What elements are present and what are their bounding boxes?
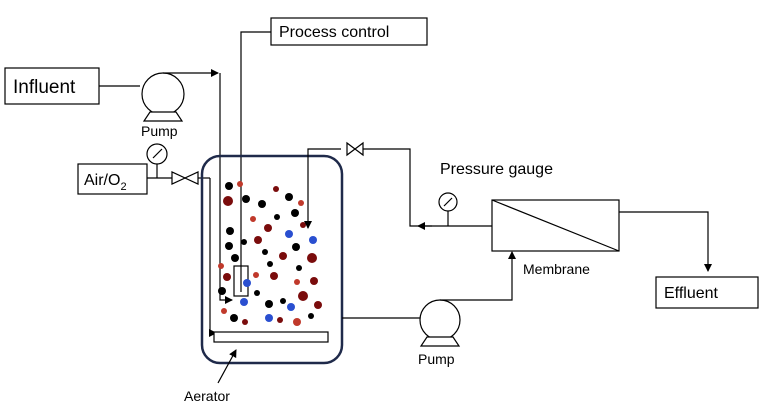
sludge-particle <box>274 214 280 220</box>
sludge-particle <box>285 193 293 201</box>
sludge-particle <box>240 298 248 306</box>
pump-bottom-label: Pump <box>418 351 455 367</box>
process-control-line <box>240 31 271 292</box>
sludge-particle <box>307 253 317 263</box>
sludge-particle <box>294 279 300 285</box>
effluent-box: Effluent <box>655 276 759 309</box>
sludge-particle <box>243 279 251 287</box>
aerator-label: Aerator <box>184 388 230 404</box>
sludge-particle <box>291 209 299 217</box>
effluent-label: Effluent <box>664 285 719 302</box>
reactor-tank <box>200 154 344 365</box>
sludge-particle <box>225 182 233 190</box>
influent-label: Influent <box>13 77 76 98</box>
sludge-particle <box>270 272 278 280</box>
sludge-particle <box>250 216 256 222</box>
process-control-label: Process control <box>279 24 389 41</box>
influent-box: Influent <box>4 67 100 105</box>
sludge-particle <box>258 200 266 208</box>
sludge-particle <box>242 319 248 325</box>
valve-icon <box>346 141 364 157</box>
permeate-line <box>619 211 712 272</box>
sludge-particle <box>242 195 250 203</box>
sludge-particle <box>231 254 239 262</box>
sludge-particle <box>225 242 233 250</box>
sludge-particle <box>280 298 286 304</box>
sludge-particle <box>296 265 302 271</box>
sludge-particle <box>279 252 287 260</box>
sludge-particle <box>264 224 272 232</box>
sludge-particle <box>230 314 238 322</box>
sludge-particle <box>254 236 262 244</box>
sludge-particle <box>253 272 259 278</box>
pump-icon <box>419 299 461 347</box>
membrane-feed-line <box>461 251 516 301</box>
sludge-particle <box>300 222 306 228</box>
process-control-box: Process control <box>270 17 428 46</box>
sludge-particle <box>226 227 234 235</box>
pressure-gauge-label: Pressure gauge <box>440 161 553 178</box>
membrane-module-icon <box>491 199 620 252</box>
sludge-particle <box>237 181 243 187</box>
sludge-particle <box>265 300 273 308</box>
pump-icon <box>141 72 185 122</box>
pressure-gauge-icon <box>146 143 168 178</box>
sludge-particle <box>223 196 233 206</box>
pump-top-label: Pump <box>141 123 178 139</box>
sludge-particle <box>314 301 322 309</box>
air-o2-box: Air/O2 <box>77 163 148 195</box>
recycle-line <box>304 148 341 229</box>
sludge-particle <box>218 263 224 269</box>
aerator-bar <box>213 331 329 343</box>
sludge-particle <box>254 290 260 296</box>
sludge-particle <box>277 317 283 323</box>
valve-icon <box>171 171 199 185</box>
sludge-particle <box>285 230 293 238</box>
sludge-particle <box>292 243 300 251</box>
sludge-particle <box>241 239 247 245</box>
sludge-particle <box>309 236 317 244</box>
sludge-particle <box>265 314 273 322</box>
sludge-particle <box>267 261 273 267</box>
membrane-label: Membrane <box>523 261 590 277</box>
sludge-particle <box>218 287 226 295</box>
pressure-gauge-icon <box>438 192 458 226</box>
sludge-particles <box>218 181 322 326</box>
air-o2-label: Air/O2 <box>84 172 127 193</box>
aerator-pointer <box>217 349 237 384</box>
sludge-particle <box>310 277 318 285</box>
sludge-particle <box>287 303 295 311</box>
sludge-particle <box>308 313 314 319</box>
sludge-particle <box>298 291 308 301</box>
sludge-particle <box>262 249 268 255</box>
sludge-particle <box>273 186 279 192</box>
sludge-particle <box>298 200 304 206</box>
sludge-particle <box>221 308 227 314</box>
sludge-particle <box>223 273 231 281</box>
sludge-particle <box>293 318 301 326</box>
